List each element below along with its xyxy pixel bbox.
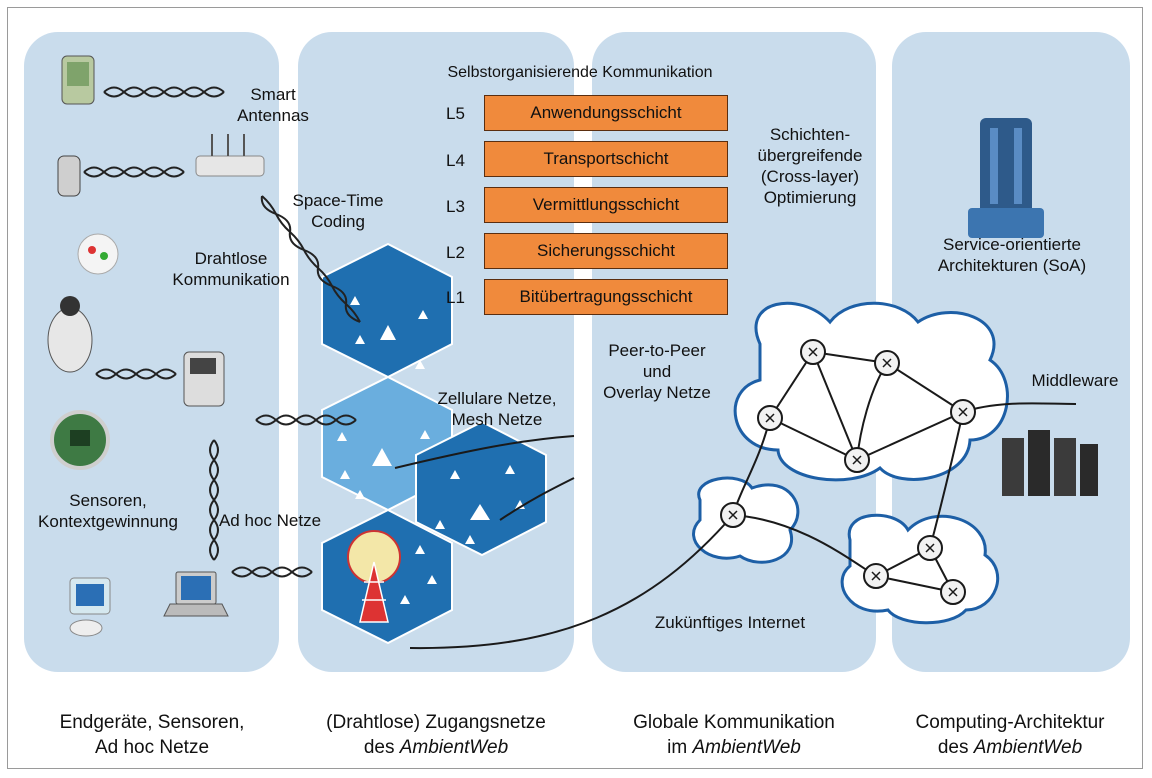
hex-cell-top — [321, 242, 453, 379]
robot-dog-icon — [47, 307, 93, 373]
supercomputer-icon — [980, 118, 1032, 214]
cell-tower-icon — [347, 530, 401, 623]
layer-label-l5: L5 — [446, 104, 465, 123]
layer-label-l1: L1 — [446, 288, 465, 307]
layer-sicherungsschicht: Sicherungsschicht — [484, 233, 728, 269]
footer-endgeraete: Endgeräte, Sensoren,Ad hoc Netze — [59, 712, 245, 758]
overlay-cloud-left — [692, 476, 800, 564]
layer-bituebertragungsschicht: Bitübertragungsschicht — [484, 279, 728, 315]
footer-globale-kommunikation: Globale Kommunikation im AmbientWeb — [633, 712, 835, 758]
wireless-links — [83, 86, 361, 578]
mobile-phone-icon — [57, 155, 81, 197]
wireless-link-router — [261, 195, 361, 323]
overlay-node-marks — [728, 347, 968, 597]
label-ad-hoc-netze: Ad hoc Netze — [218, 511, 322, 530]
wireless-link-hex — [255, 414, 357, 426]
label-cross-layer: Schichten-übergreifende (Cross-layer)Opt… — [757, 125, 863, 207]
layer-vermittlungsschicht: Vermittlungsschicht — [484, 187, 728, 223]
layer-transportschicht: Transportschicht — [484, 141, 728, 177]
label-zellulare-netze: Zellulare Netze,Mesh Netze — [437, 389, 557, 429]
router-icon — [195, 155, 265, 177]
layer-label-l4: L4 — [446, 151, 465, 170]
label-middleware: Middleware — [1031, 371, 1119, 390]
footer-computing: Computing-Architektur des AmbientWeb — [915, 712, 1105, 758]
layer-anwendungsschicht: Anwendungsschicht — [484, 95, 728, 131]
footer-zugangsnetze: (Drahtlose) Zugangsnetze des AmbientWeb — [326, 712, 546, 758]
layer-label-l2: L2 — [446, 243, 465, 262]
server-cluster-icon — [1002, 430, 1098, 496]
sensor-balloon-icon — [77, 233, 119, 275]
diagram-title: Selbstorganisierende Kommunikation — [447, 64, 713, 81]
devices — [47, 55, 265, 637]
label-sensoren: Sensoren,Kontextgewinnung — [38, 491, 178, 531]
label-zukuenftiges-internet: Zukünftiges Internet — [654, 613, 806, 632]
layer-label-l3: L3 — [446, 197, 465, 216]
computing-devices — [968, 118, 1098, 496]
wireless-link-phone — [83, 166, 185, 178]
